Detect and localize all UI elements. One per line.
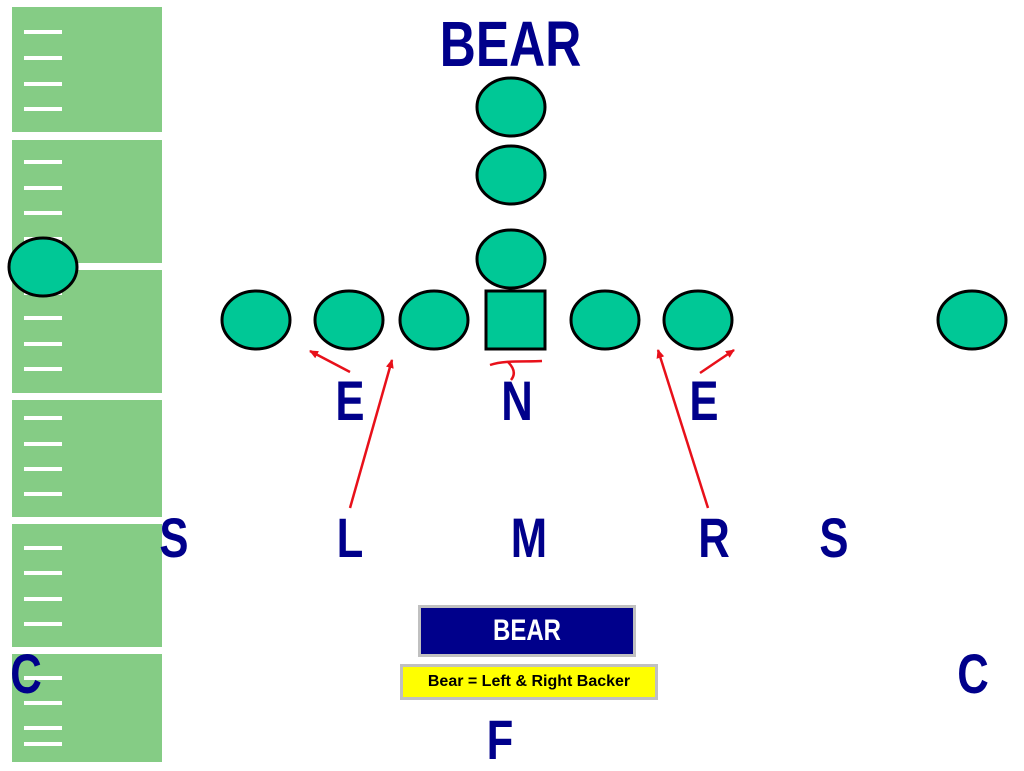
- arrow-backer-left: [348, 359, 394, 509]
- label-corner-right: C: [957, 642, 989, 705]
- label-free-safety: F: [486, 708, 514, 771]
- arrow-end-right: [699, 348, 735, 375]
- arrow-backer-right: [656, 349, 710, 509]
- player-center: [484, 289, 547, 351]
- field-segment: [12, 524, 162, 647]
- player-quarterback: [475, 228, 547, 290]
- nose-mark: [489, 359, 543, 367]
- label-safety-left: S: [159, 506, 189, 569]
- assignment-arrows: [309, 348, 735, 509]
- label-safety-right: S: [819, 506, 849, 569]
- player-lineman: [313, 289, 385, 351]
- player-lineman: [398, 289, 470, 351]
- label-linebacker-left: L: [336, 506, 364, 569]
- label-linebacker-middle: M: [510, 506, 548, 569]
- label-linebacker-right: R: [698, 506, 730, 569]
- player-back: [475, 76, 547, 138]
- label-corner-left: C: [10, 642, 42, 705]
- player-lineman: [569, 289, 641, 351]
- player-lineman: [220, 289, 292, 351]
- field-segment: [12, 7, 162, 132]
- arrow-end-left: [309, 349, 351, 374]
- field-strip: [12, 7, 162, 762]
- label-nose: N: [501, 369, 533, 432]
- yard-hash-marks: [24, 30, 62, 746]
- label-end-left: E: [335, 369, 365, 432]
- player-receiver-right: [936, 289, 1008, 351]
- player-back: [475, 144, 547, 206]
- player-lineman: [662, 289, 734, 351]
- legend-title: BEAR: [492, 614, 561, 647]
- label-end-right: E: [689, 369, 719, 432]
- player-receiver-left: [7, 236, 79, 298]
- diagram-title: BEAR: [439, 8, 582, 80]
- nose-mark-tail: [507, 361, 516, 381]
- legend-title-box: BEAR: [418, 605, 636, 657]
- legend-note: Bear = Left & Right Backer: [400, 664, 658, 700]
- offense: [7, 76, 1008, 351]
